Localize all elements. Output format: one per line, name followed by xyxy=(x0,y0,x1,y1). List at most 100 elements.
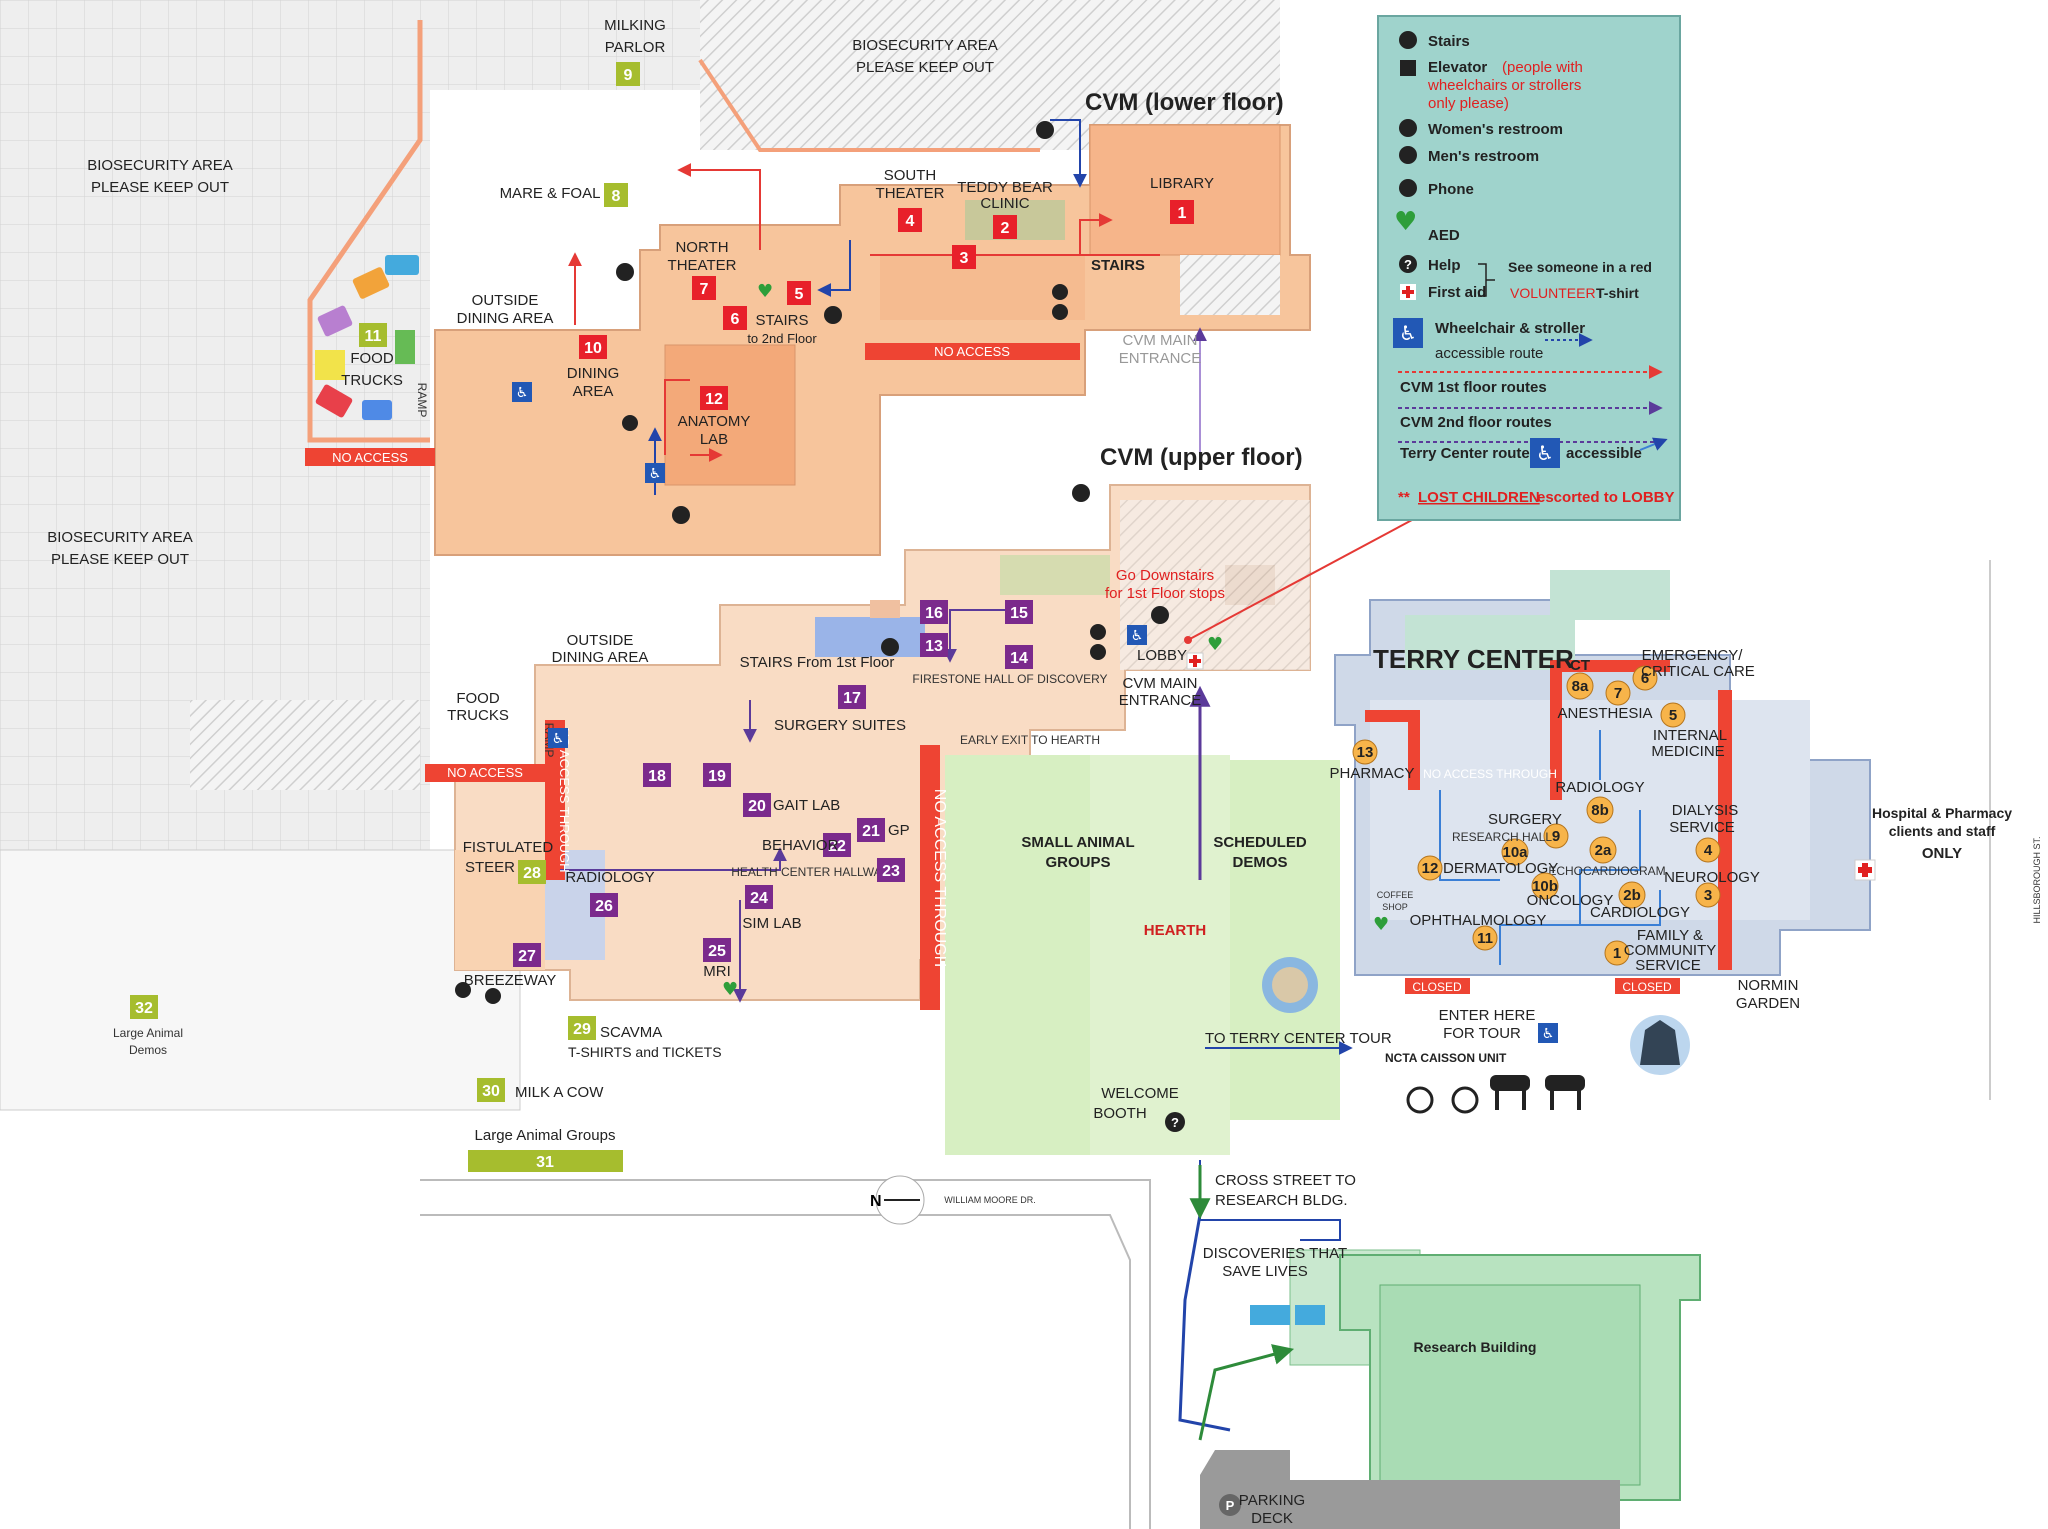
terry-stop-9[interactable]: 9 SURGERY xyxy=(1488,811,1569,849)
svg-text:4: 4 xyxy=(906,213,915,230)
large-animal-stop-29[interactable]: 29 SCAVMA T-SHIRTS and TICKETS xyxy=(568,1016,722,1060)
upper-stop-18[interactable]: 18 xyxy=(643,763,671,787)
biosecurity-mid-line1: BIOSECURITY AREA xyxy=(47,529,193,546)
lower-stop-7[interactable]: 7 NORTH THEATER xyxy=(668,239,737,300)
lower-stop-12-line1: ANATOMY xyxy=(678,413,751,430)
terry-stop-10b-label: ONCOLOGY xyxy=(1527,892,1614,909)
legend-elevator-note-2: wheelchairs or strollers xyxy=(1427,77,1581,94)
welcome-booth-line2: BOOTH xyxy=(1093,1105,1146,1122)
lower-stop-4[interactable]: 4 SOUTH THEATER xyxy=(876,167,945,232)
upper-stop-20-label: GAIT LAB xyxy=(773,797,840,814)
upper-stop-21[interactable]: 21 GP xyxy=(857,818,910,842)
terry-stop-4[interactable]: 4 DIALYSIS SERVICE xyxy=(1669,802,1738,863)
hearth-lawn xyxy=(1090,755,1230,1155)
red-route-4 xyxy=(664,379,720,455)
large-animal-stop-28-line2: STEER xyxy=(465,859,515,876)
red-route-3 xyxy=(870,220,1160,256)
svg-text:25: 25 xyxy=(708,943,726,960)
upper-stop-17-label: SURGERY SUITES xyxy=(774,717,906,734)
terry-stop-8b[interactable]: 8b RADIOLOGY xyxy=(1555,779,1645,824)
svg-text:12: 12 xyxy=(1422,860,1439,877)
lower-stop-12[interactable]: 12 ANATOMY LAB xyxy=(678,386,751,448)
svg-text:2a: 2a xyxy=(1595,842,1612,859)
svg-text:P: P xyxy=(1226,1498,1235,1513)
svg-text:13: 13 xyxy=(1357,744,1374,761)
large-animal-stop-30[interactable]: 30 MILK A COW xyxy=(477,1078,604,1102)
terry-stop-1[interactable]: 1 FAMILY & COMMUNITY SERVICE xyxy=(1604,927,1716,974)
terry-stop-13[interactable]: 13 PHARMACY xyxy=(1329,739,1415,782)
terry-stop-4-line1: DIALYSIS xyxy=(1672,802,1738,819)
terry-stop-10a[interactable]: 10a RESEARCH HALL xyxy=(1452,830,1552,866)
terry-stop-2b[interactable]: 2b CARDIOLOGY xyxy=(1590,881,1690,921)
dog-statue-icon xyxy=(1630,1015,1690,1075)
pasture xyxy=(0,849,521,1111)
terry-stop-8a-label: CT xyxy=(1570,657,1590,674)
terry-stop-3[interactable]: 3 xyxy=(1695,882,1721,908)
terry-stop-11[interactable]: 11 OPHTHALMOLOGY xyxy=(1410,912,1547,951)
upper-stop-17[interactable]: 17 SURGERY SUITES xyxy=(774,685,906,734)
stairs-icon-7 xyxy=(1151,606,1169,624)
terry-stop-13-label: PHARMACY xyxy=(1329,765,1414,782)
upper-stop-24[interactable]: 24 SIM LAB xyxy=(742,885,802,932)
food-trucks-mid-line2: TRUCKS xyxy=(447,707,509,724)
svg-text:24: 24 xyxy=(750,890,768,907)
terry-stop-10a-label: RESEARCH HALL xyxy=(1452,830,1552,844)
lower-stop-11[interactable]: 11 xyxy=(359,323,387,347)
lower-stop-9[interactable]: 9 xyxy=(616,62,640,86)
terry-stop-2a[interactable]: 2a ECHOCARDIOGRAM xyxy=(1548,836,1666,878)
lower-stop-6[interactable]: 6 xyxy=(723,306,747,330)
svg-text:♿: ♿ xyxy=(516,385,529,401)
milking-parlor-line2: PARLOR xyxy=(605,39,666,56)
lower-stop-8[interactable]: 8 xyxy=(604,183,628,207)
to-terry-tour-label: TO TERRY CENTER TOUR xyxy=(1205,1030,1392,1047)
terry-stop-6[interactable]: 6 EMERGENCY/ CRITICAL CARE xyxy=(1632,647,1755,691)
lower-stop-1-label: LIBRARY xyxy=(1150,175,1214,192)
terry-stop-12[interactable]: 12 DERMATOLOGY xyxy=(1417,855,1558,881)
legend-route-2nd: CVM 2nd floor routes xyxy=(1400,414,1552,431)
upper-stop-13[interactable]: 13 xyxy=(920,633,948,657)
no-access-through-bar-1 xyxy=(545,720,565,880)
terry-stop-7[interactable]: 7 ANESTHESIA xyxy=(1557,680,1653,722)
terry-stop-8a[interactable]: 8a CT xyxy=(1566,657,1594,700)
upper-stop-27[interactable]: 27 xyxy=(513,943,541,967)
svg-text:11: 11 xyxy=(1477,930,1493,947)
hospital-pharmacy-line3: ONLY xyxy=(1922,845,1962,862)
large-animal-stop-30-label: MILK A COW xyxy=(515,1084,604,1101)
lower-stop-1[interactable]: 1 LIBRARY xyxy=(1150,175,1214,224)
svg-text:♿: ♿ xyxy=(1542,1026,1555,1042)
lower-stop-3[interactable]: 3 xyxy=(952,245,976,269)
svg-text:22: 22 xyxy=(828,838,846,855)
upper-stop-23[interactable]: 23 xyxy=(877,858,905,882)
lower-stop-5[interactable]: 5 xyxy=(787,281,811,305)
upper-stop-19[interactable]: 19 xyxy=(703,763,731,787)
legend-wheelchair-line1: Wheelchair & stroller xyxy=(1435,320,1585,337)
terry-stop-2b-label: CARDIOLOGY xyxy=(1590,904,1690,921)
enter-here-line2: FOR TOUR xyxy=(1443,1025,1521,1042)
coffee-shop-line2: SHOP xyxy=(1382,902,1408,912)
upper-stop-26[interactable]: 26 RADIOLOGY xyxy=(565,869,655,917)
svg-text:28: 28 xyxy=(523,865,541,882)
health-center-hallway-label: HEALTH CENTER HALLWAY xyxy=(731,865,889,879)
upper-stop-22[interactable]: 22 BEHAVIOR xyxy=(762,833,851,857)
upper-stop-25[interactable]: 25 MRI xyxy=(703,938,731,980)
breezeway-label: BREEZEWAY xyxy=(464,972,557,989)
food-truck-4 xyxy=(315,350,345,380)
food-trucks-top-line1: FOOD xyxy=(350,350,393,367)
lower-stop-10[interactable]: 10 DINING AREA xyxy=(567,335,620,400)
upper-stop-15[interactable]: 15 xyxy=(1005,600,1033,624)
large-animal-stop-28[interactable]: 28 FISTULATED STEER xyxy=(463,839,554,884)
small-animal-lawn xyxy=(945,755,1090,1155)
upper-stop-16[interactable]: 16 xyxy=(920,600,948,624)
large-animal-stop-31[interactable]: Large Animal Groups 31 xyxy=(468,1127,623,1172)
terry-stop-5[interactable]: 5 INTERNAL MEDICINE xyxy=(1651,702,1727,760)
svg-text:8b: 8b xyxy=(1591,802,1609,819)
upper-stop-14[interactable]: 14 xyxy=(1005,645,1033,669)
welcome-booth-line1: WELCOME xyxy=(1101,1085,1179,1102)
terry-stop-7-label: ANESTHESIA xyxy=(1557,705,1652,722)
legend-womens: Women's restroom xyxy=(1428,121,1563,138)
biosecurity-north-line2: PLEASE KEEP OUT xyxy=(856,59,994,76)
terry-stop-10b[interactable]: 10b ONCOLOGY xyxy=(1527,872,1614,909)
upper-stop-20[interactable]: 20 GAIT LAB xyxy=(743,793,840,817)
lower-stop-2[interactable]: 2 TEDDY BEAR CLINIC xyxy=(957,179,1053,239)
large-animal-stop-32[interactable]: 32 Large Animal Demos xyxy=(113,995,183,1057)
